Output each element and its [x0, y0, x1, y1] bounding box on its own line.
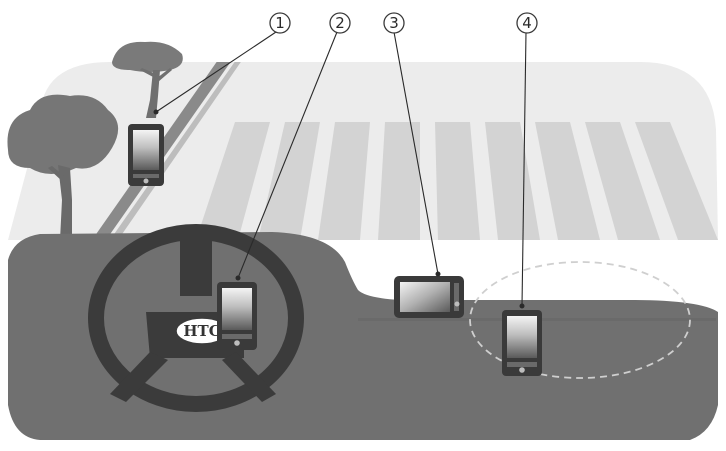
device-1-windshield: [128, 124, 164, 186]
callout-1: 1: [269, 12, 291, 34]
leader-dot-4: [519, 303, 525, 309]
callout-1-label: 1: [275, 14, 285, 32]
leader-line-3: [393, 31, 439, 275]
leader-dot-2: [235, 275, 241, 281]
leader-line-4: [521, 31, 527, 307]
road-curb: [92, 62, 256, 240]
device-3-dashboard-center: [394, 276, 464, 318]
leader-line-1: [155, 31, 277, 113]
htc-logo-text: HTC: [183, 322, 220, 340]
callout-2: 2: [329, 12, 351, 34]
callout-3-label: 3: [389, 14, 399, 32]
callout-3: 3: [383, 12, 405, 34]
windshield-view: [7, 41, 718, 240]
callout-4: 4: [516, 12, 538, 34]
crosswalk: [196, 122, 718, 240]
device-4-console: [469, 261, 691, 379]
leader-dot-3: [435, 271, 441, 277]
tree-small: [112, 41, 183, 118]
device-2-dashboard-left: [217, 282, 257, 350]
callout-2-label: 2: [335, 14, 345, 32]
mount-zone-outline: [469, 261, 691, 379]
leader-dot-1: [153, 109, 159, 115]
leader-line-2: [237, 31, 338, 279]
callout-4-label: 4: [522, 14, 532, 32]
tree-large: [7, 94, 119, 240]
leader-lines: [153, 31, 527, 309]
